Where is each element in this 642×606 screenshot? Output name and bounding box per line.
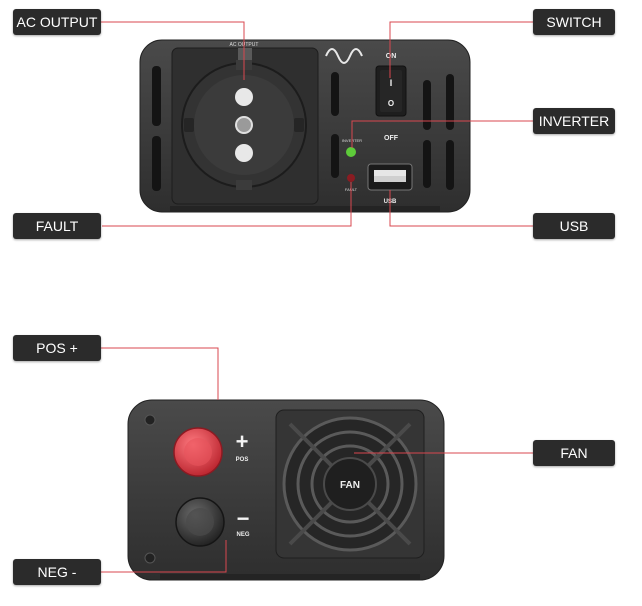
leader-line-fault [102,182,352,227]
socket-pin-hole [235,88,253,106]
vent-slot [331,134,339,178]
vent-slot [331,72,339,116]
switch-on-label: ON [386,53,397,60]
vent-slot [446,74,454,130]
leader-line-usb [389,190,533,227]
screw [144,414,156,426]
pos-symbol: + [236,429,249,454]
leader-line-ac-output [100,21,245,80]
vent-slot [423,80,431,130]
pos-panel-label: POS [236,457,249,463]
cooling-fan: FAN [275,409,425,559]
callout-fault: FAULT [13,213,101,239]
leader-line-switch [389,21,533,78]
callout-usb: USB [533,213,615,239]
callout-inverter: INVERTER [533,108,615,134]
rear-panel: + POS − NEG FAN [127,399,445,581]
callout-switch: SWITCH [533,9,615,35]
fan-hub [323,457,377,511]
fan-hub-label: FAN [340,480,360,491]
callout-neg: NEG - [13,559,101,585]
neg-symbol: − [237,506,250,531]
leader-lines [100,21,533,573]
callout-fan: FAN [533,440,615,466]
neg-panel-label: NEG [236,532,249,538]
switch-on-mark: I [390,78,393,88]
socket-pin-hole [235,144,253,162]
callout-ac-output: AC OUTPUT [13,9,101,35]
vent-slot [152,136,161,191]
vent-slot [152,66,161,126]
vent-slot [423,140,431,188]
inverter-led [346,147,356,157]
switch-off-mark: O [388,99,394,108]
sine-wave-icon [325,48,363,64]
front-panel: AC OUTPUT INVERTER FAULT ON I [139,39,471,213]
leader-line-neg [100,540,227,573]
leader-line-inverter [351,120,533,148]
leader-line-pos [100,347,219,400]
screw [144,552,156,564]
socket-ground-hole [235,116,253,134]
fault-led [347,174,355,182]
switch-off-label: OFF [384,135,399,142]
callout-pos: POS + [13,335,101,361]
vent-slot [446,140,454,190]
